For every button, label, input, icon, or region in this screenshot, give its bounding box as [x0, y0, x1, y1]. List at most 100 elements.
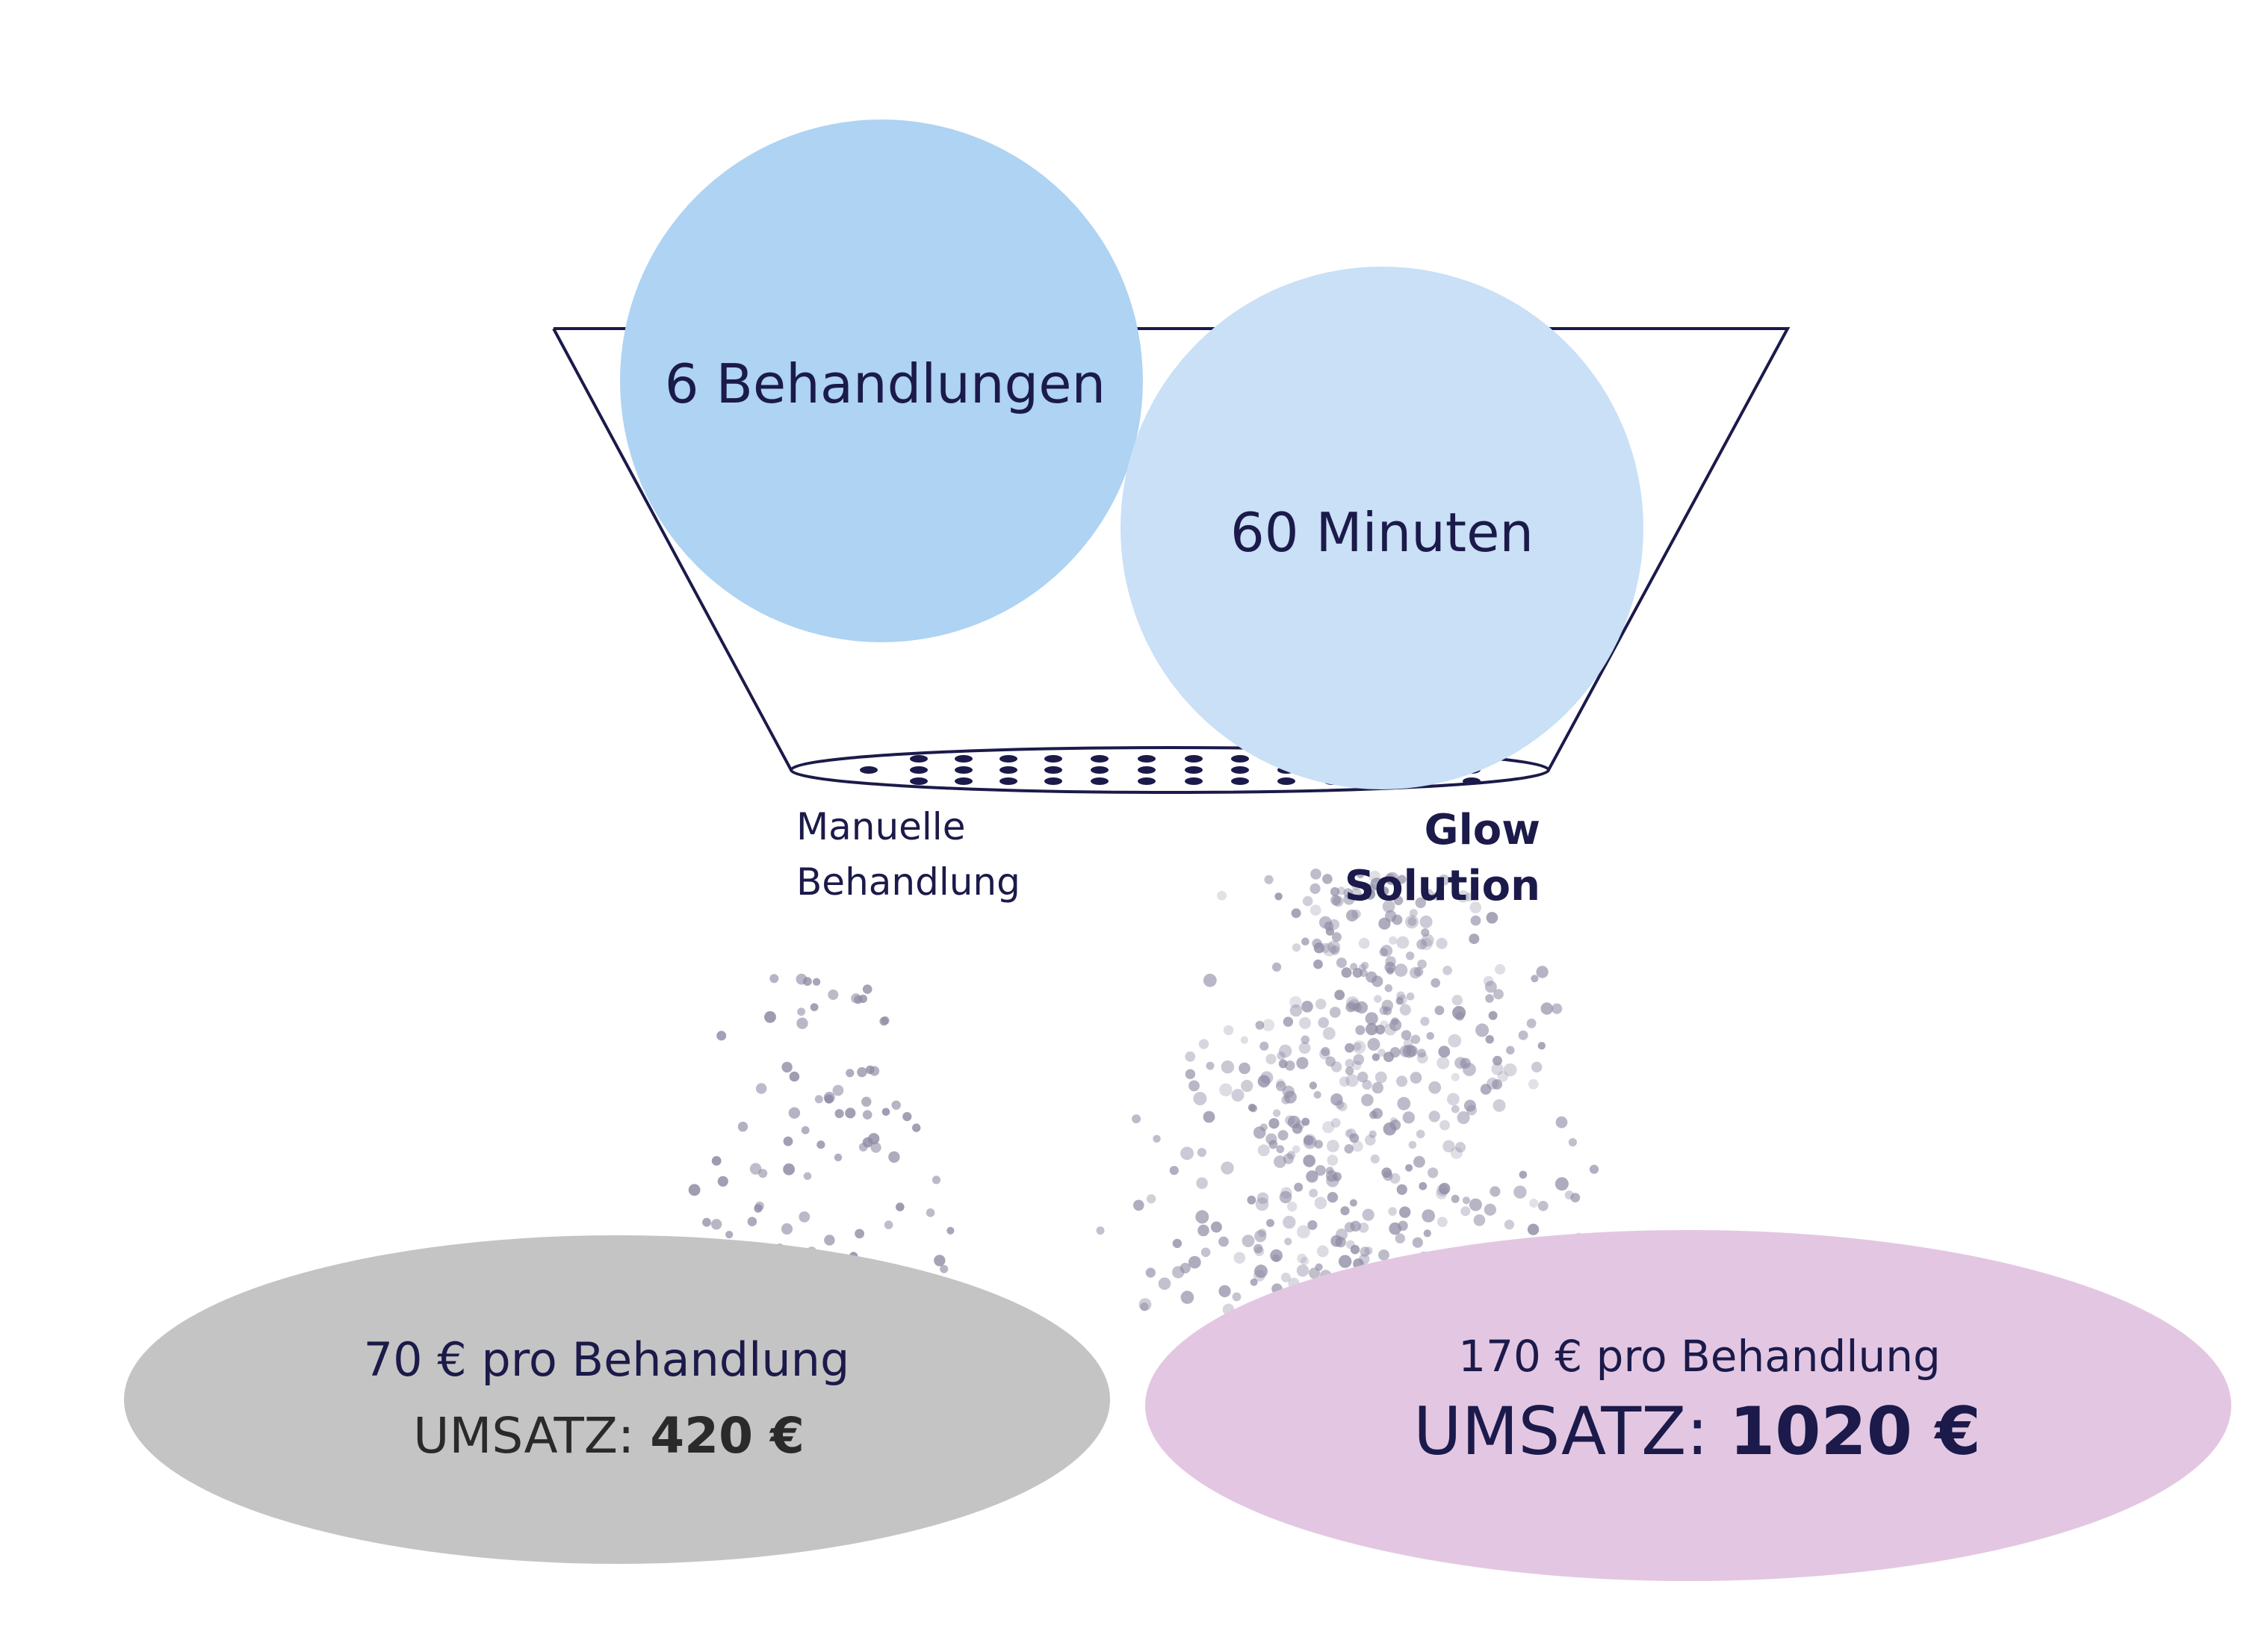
- particle: [1301, 1117, 1310, 1126]
- particle: [716, 1031, 727, 1041]
- particle: [1272, 1254, 1280, 1262]
- particle: [1454, 1142, 1466, 1153]
- particle: [857, 1066, 867, 1078]
- manual-umsatz-label: UMSATZ:: [413, 1407, 650, 1465]
- particle: [1485, 1035, 1494, 1044]
- particle: [1469, 934, 1480, 945]
- particle: [764, 1010, 776, 1023]
- particle: [1301, 1001, 1313, 1013]
- particle: [1431, 978, 1440, 988]
- sieve-hole: [955, 766, 973, 774]
- particle: [1475, 1023, 1490, 1037]
- particle: [1536, 966, 1549, 978]
- sieve-hole: [1138, 766, 1156, 774]
- particle: [1371, 1081, 1384, 1094]
- particle: [1353, 1054, 1365, 1065]
- particle: [1327, 1192, 1339, 1203]
- particle: [1210, 1221, 1222, 1233]
- particle: [1303, 1155, 1315, 1167]
- particle: [1423, 1229, 1431, 1238]
- particle: [1140, 1302, 1149, 1311]
- particle: [1242, 1235, 1255, 1247]
- particle: [1327, 940, 1341, 954]
- particle: [769, 974, 779, 984]
- particle: [1403, 1038, 1413, 1049]
- particle: [1295, 1120, 1305, 1130]
- particle: [1336, 1229, 1348, 1240]
- particle: [1180, 1291, 1194, 1304]
- particle: [1321, 1046, 1330, 1057]
- particle: [1442, 1140, 1455, 1153]
- particle: [1537, 1200, 1549, 1211]
- particle: [1378, 1249, 1389, 1261]
- particle: [1145, 1267, 1156, 1278]
- particle: [1276, 1078, 1285, 1087]
- particle: [812, 978, 821, 986]
- particle: [1329, 1007, 1341, 1018]
- particle: [1463, 1063, 1476, 1076]
- particle: [1309, 1267, 1320, 1279]
- particle: [926, 1208, 935, 1217]
- particle: [1371, 1053, 1380, 1061]
- particle: [1309, 1188, 1318, 1198]
- particle: [1428, 1167, 1439, 1179]
- particle: [1365, 1134, 1376, 1146]
- particle: [1420, 1016, 1430, 1026]
- particle: [1394, 963, 1408, 977]
- particle: [725, 1231, 734, 1239]
- particle: [1528, 1078, 1539, 1090]
- particle: [1382, 900, 1395, 913]
- particle: [1313, 943, 1325, 954]
- particle: [1379, 948, 1388, 957]
- particle: [1407, 917, 1417, 926]
- particle: [1412, 1237, 1423, 1248]
- sieve-hole: [1044, 766, 1062, 774]
- particle: [1297, 1225, 1310, 1239]
- particle: [1315, 1165, 1326, 1176]
- particle: [1345, 1066, 1354, 1075]
- particle: [1422, 889, 1434, 901]
- particle: [1322, 1027, 1336, 1040]
- glow-label-line1: Glow: [1425, 806, 1540, 854]
- particle: [1322, 874, 1333, 884]
- sieve-hole: [1138, 755, 1156, 763]
- particle: [1464, 892, 1474, 901]
- sieve-hole: [1044, 755, 1062, 763]
- particle: [1195, 1210, 1209, 1224]
- particle: [1392, 914, 1403, 925]
- particle: [1352, 968, 1363, 978]
- particle: [1422, 1209, 1435, 1223]
- particle: [1434, 1005, 1445, 1016]
- particle: [1265, 1054, 1277, 1065]
- particle: [1389, 1222, 1401, 1235]
- particle: [814, 1095, 823, 1104]
- particle: [1146, 1194, 1156, 1204]
- particle: [1132, 1114, 1141, 1124]
- treatments-label: 6 Behandlungen: [665, 353, 1106, 415]
- glow-umsatz: UMSATZ: 1020 €: [1413, 1393, 1981, 1470]
- particle: [858, 1143, 868, 1152]
- particle: [1188, 1080, 1200, 1092]
- particle: [1531, 1061, 1543, 1073]
- particle: [1374, 995, 1382, 1003]
- particle: [1360, 961, 1369, 970]
- particle: [1153, 1134, 1161, 1143]
- particle: [1469, 1198, 1482, 1211]
- particle: [1366, 971, 1377, 983]
- particle: [1330, 1093, 1343, 1106]
- particle: [854, 995, 863, 1004]
- particle: [1345, 1002, 1357, 1013]
- particle: [1274, 1155, 1286, 1168]
- particle: [1331, 932, 1342, 943]
- particle: [1340, 1206, 1350, 1216]
- particle: [1309, 883, 1321, 894]
- particle: [1529, 1199, 1539, 1208]
- sieve-hole: [1463, 777, 1481, 785]
- particle: [747, 1217, 757, 1226]
- particle: [870, 1142, 881, 1153]
- particle: [754, 1204, 763, 1213]
- particle: [1268, 1118, 1280, 1129]
- sieve-hole: [999, 766, 1017, 774]
- particle: [1552, 1003, 1563, 1014]
- particle: [1493, 1099, 1506, 1112]
